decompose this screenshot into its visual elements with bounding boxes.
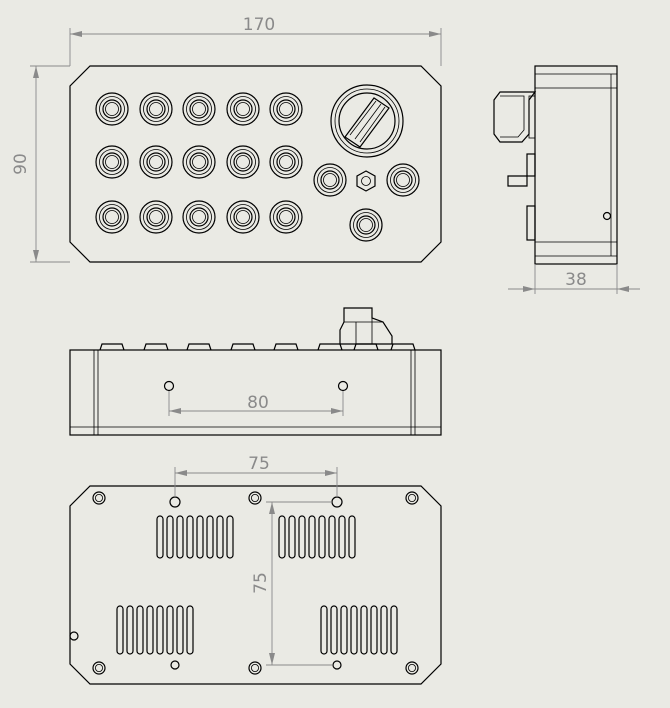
front-view — [69, 307, 442, 436]
height-dimension: 90 — [11, 65, 70, 263]
depth-dimension: 38 — [508, 264, 640, 294]
mount-spacing-front-label: 80 — [247, 393, 269, 413]
top-view-outline — [69, 65, 442, 263]
bottom-view-outline — [69, 485, 442, 685]
jack-grid — [95, 92, 303, 234]
depth-dimension-label: 38 — [565, 270, 587, 290]
width-dimension: 170 — [69, 15, 442, 66]
side-view — [493, 65, 618, 265]
side-knob — [493, 91, 537, 143]
top-view — [69, 65, 442, 263]
front-knob — [339, 307, 393, 345]
bottom-view — [69, 485, 442, 685]
mount-spacing-y-label: 75 — [251, 572, 271, 594]
side-jack-left — [313, 163, 347, 197]
height-dimension-label: 90 — [11, 153, 31, 175]
mount-spacing-x-dimension: 75 — [174, 454, 338, 497]
mount-spacing-front-dimension: 80 — [168, 391, 344, 416]
bottom-jack — [349, 208, 383, 242]
mount-spacing-y-dimension: 75 — [251, 501, 332, 666]
width-dimension-label: 170 — [243, 15, 275, 35]
side-jack-right — [386, 163, 420, 197]
led-indicator — [356, 170, 376, 192]
mount-spacing-x-label: 75 — [248, 454, 270, 474]
front-jack-tops — [99, 343, 416, 351]
vent-slots — [116, 515, 398, 655]
rotary-knob-top — [330, 84, 404, 158]
